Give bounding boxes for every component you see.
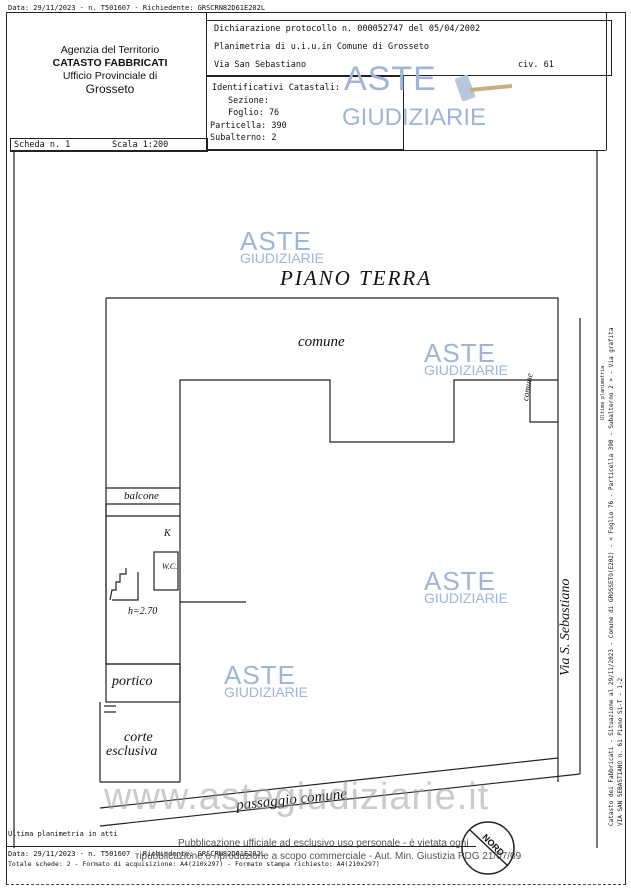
corte-label: corte xyxy=(124,730,153,745)
scheda-text: Scheda n. 1 xyxy=(14,140,71,150)
declaration-box xyxy=(206,20,612,76)
particella-text: Particella: 390 xyxy=(210,121,287,131)
portico-label: portico xyxy=(112,674,153,689)
watermark-aste-4: ASTE xyxy=(224,660,296,690)
notice-line1: Pubblicazione ufficiale ad esclusivo uso… xyxy=(178,838,469,849)
footer-totals: Totale schede: 2 - Formato di acquisizio… xyxy=(8,860,380,868)
agency-city: Grosseto xyxy=(85,82,135,96)
identifiers-title: Identificativi Catastali: xyxy=(212,83,340,93)
watermark-giudiziarie-2: GIUDIZIARIE xyxy=(424,362,509,378)
kitchen-label: K xyxy=(164,528,171,539)
watermark-aste-header: ASTE xyxy=(344,60,437,98)
side-text-secondary: VIA SAN SEBASTIANO n. 61 Piano S1-T - 1-… xyxy=(617,677,624,826)
protocol-text: Dichiarazione protocollo n. 000052747 de… xyxy=(214,24,481,34)
subalterno-text: Subalterno: 2 xyxy=(210,133,277,143)
frame-left xyxy=(6,12,7,884)
frame-right xyxy=(625,12,626,884)
footer-divider xyxy=(6,846,476,847)
gavel-icon xyxy=(454,74,513,102)
side-text-small: Ultima planimetria xyxy=(600,365,606,420)
sezione-label: Sezione: xyxy=(228,96,269,106)
identifiers-box xyxy=(206,76,404,150)
notice-line2: ripubblicazione o riproduzione a scopo c… xyxy=(136,851,522,862)
height-label: h=2.70 xyxy=(128,606,158,617)
agency-name: Agenzia del Territorio xyxy=(60,44,160,56)
agency-office: Ufficio Provinciale di xyxy=(62,70,158,82)
watermark-giudiziarie-3: GIUDIZIARIE xyxy=(424,590,509,606)
watermark-site: www.astegiudiziarie.it xyxy=(104,776,490,818)
frame-top xyxy=(6,12,626,13)
street-side-label: Via S. Sebastiano xyxy=(558,578,573,676)
north-arrow-icon xyxy=(461,821,515,875)
street-text: Via San Sebastiano xyxy=(214,60,307,70)
plan-title: PIANO TERRA xyxy=(280,266,433,290)
watermark-aste-3: ASTE xyxy=(424,566,496,596)
civ-text: civ. 61 xyxy=(518,60,554,70)
footer-meta: Data: 29/11/2023 - n. T501607 - Richiede… xyxy=(8,850,266,858)
watermark-aste-1: ASTE xyxy=(240,226,312,256)
plan-frame-top xyxy=(10,150,606,151)
plan-text: Planimetria di u.i.u.in Comune di Grosse… xyxy=(214,42,429,52)
balcone-label: balcone xyxy=(124,490,159,502)
frame-bottom xyxy=(6,884,626,885)
top-meta-text: Data: 29/11/2023 - n. T501607 - Richiede… xyxy=(8,4,266,12)
agency-catasto: CATASTO FABBRICATI xyxy=(52,57,168,69)
scala-text: Scala 1:200 xyxy=(112,140,169,150)
watermark-giudiziarie-4: GIUDIZIARIE xyxy=(224,684,309,700)
foglio-text: Foglio: 76 xyxy=(228,108,280,118)
last-plan-text: Ultima planimetria in atti xyxy=(8,830,118,838)
comune-label-top: comune xyxy=(298,334,345,350)
scheda-bar xyxy=(10,138,208,152)
agency-block: Agenzia del Territorio CATASTO FABBRICAT… xyxy=(20,44,200,96)
wc-label: W.C. xyxy=(162,562,178,571)
watermark-aste-2: ASTE xyxy=(424,338,496,368)
header-right-edge xyxy=(606,12,607,150)
side-text-main: Catasto dei Fabbricati - Situazione al 2… xyxy=(608,327,615,827)
watermark-giudiziarie-1: GIUDIZIARIE xyxy=(240,250,325,266)
esclusiva-label: esclusiva xyxy=(106,744,158,759)
watermark-giudiziarie-header: GIUDIZIARIE xyxy=(342,104,487,131)
